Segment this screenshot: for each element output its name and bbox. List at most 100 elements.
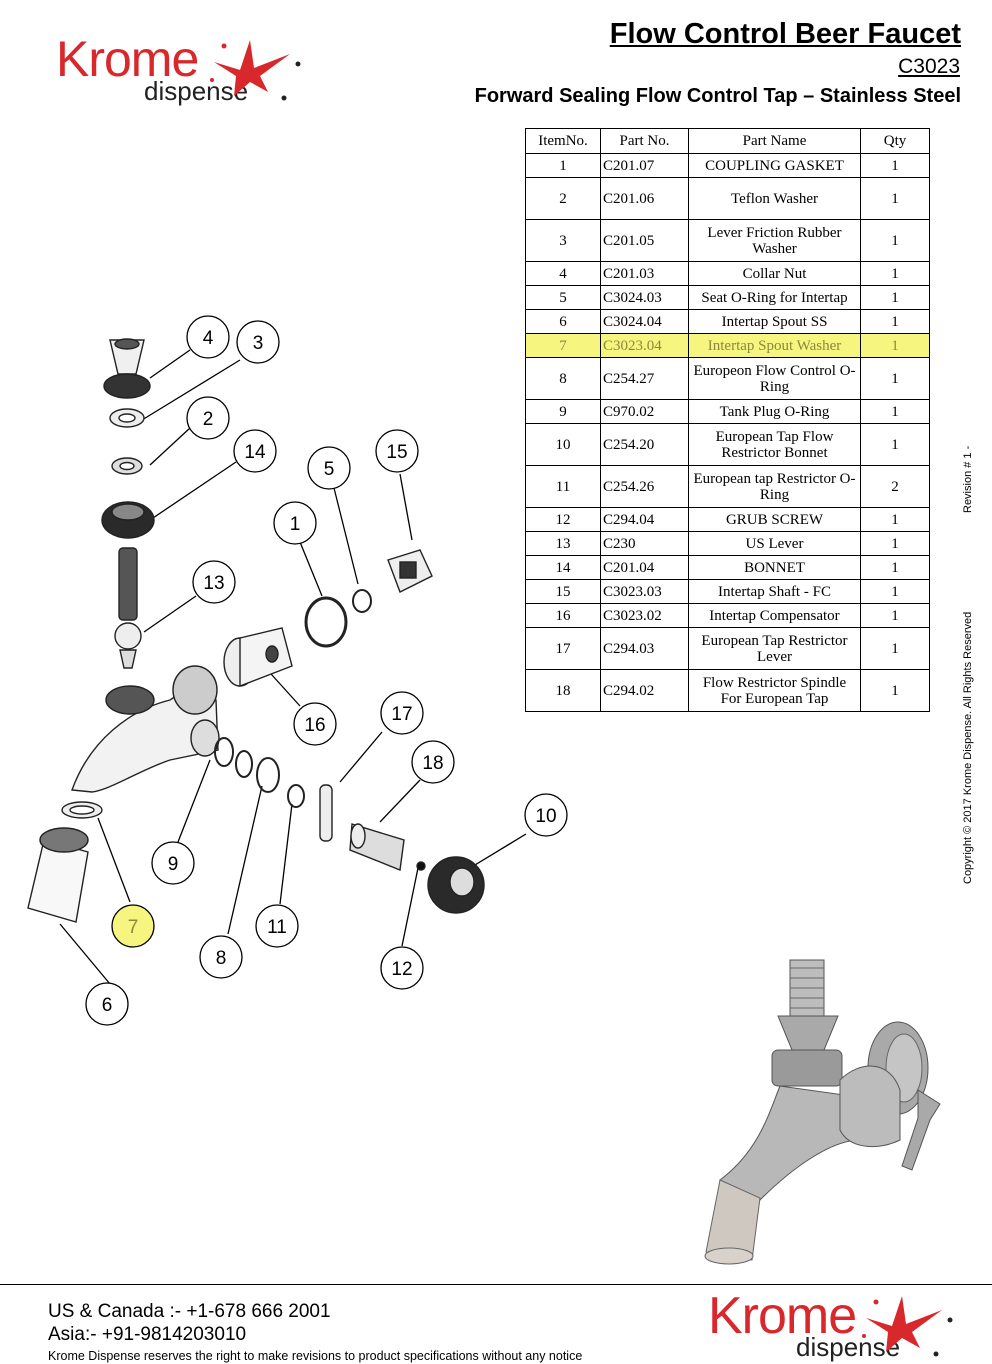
- callout-11: 11: [255, 904, 299, 948]
- cell-part-name: Lever Friction Rubber Washer: [688, 219, 861, 262]
- callout-6: 6: [85, 982, 129, 1026]
- cell-qty: 1: [860, 153, 930, 178]
- callout-number: 15: [386, 442, 407, 463]
- callout-number: 2: [203, 409, 214, 430]
- cell-part-no: C254.20: [600, 423, 689, 466]
- callout-number: 1: [290, 514, 301, 535]
- callout-5: 5: [307, 446, 351, 490]
- cell-item: 7: [525, 333, 601, 358]
- callout-circle: [293, 702, 337, 746]
- cell-part-name: Intertap Spout Washer: [688, 333, 861, 358]
- cell-qty: 1: [860, 669, 930, 712]
- cell-item: 17: [525, 627, 601, 670]
- cell-part-name: COUPLING GASKET: [688, 153, 861, 178]
- cell-item: 12: [525, 507, 601, 532]
- callout-circle: [85, 982, 129, 1026]
- logo-star-icon: [862, 1296, 953, 1357]
- cell-part-no: C3023.02: [600, 603, 689, 628]
- cell-part-no: C970.02: [600, 399, 689, 424]
- callout-8: 8: [199, 935, 243, 979]
- callout-circle: [524, 793, 568, 837]
- cell-qty: 1: [860, 555, 930, 580]
- callout-7: 7: [111, 904, 155, 948]
- cell-part-no: C201.07: [600, 153, 689, 178]
- callout-number: 11: [267, 917, 287, 938]
- table-header-row: ItemNo. Part No. Part Name Qty: [525, 128, 930, 154]
- brand-logo: Krome dispense: [56, 34, 306, 106]
- logo-subtext: dispense: [796, 1332, 901, 1362]
- callout-number: 4: [203, 328, 214, 349]
- cell-part-no: C201.04: [600, 555, 689, 580]
- footer-notice: Krome Dispense reserves the right to mak…: [48, 1349, 583, 1363]
- product-code: C3023: [898, 55, 960, 78]
- cell-qty: 1: [860, 603, 930, 628]
- callout-circle: [186, 315, 230, 359]
- callout-1: 1: [273, 501, 317, 545]
- cell-qty: 1: [860, 579, 930, 604]
- callout-12: 12: [380, 946, 424, 990]
- cell-part-no: C230: [600, 531, 689, 556]
- phone-us: US & Canada :- +1-678 666 2001: [48, 1301, 331, 1322]
- callout-14: 14: [233, 429, 277, 473]
- cell-qty: 1: [860, 333, 930, 358]
- cell-qty: 1: [860, 357, 930, 400]
- callout-3: 3: [236, 320, 280, 364]
- cell-part-name: Collar Nut: [688, 261, 861, 286]
- leader-lines: [59, 349, 527, 985]
- footer-divider: [0, 1284, 992, 1285]
- callout-circle: [233, 429, 277, 473]
- callout-circle: [192, 560, 236, 604]
- callout-15: 15: [375, 429, 419, 473]
- callout-circle: [236, 320, 280, 364]
- col-qty: Qty: [860, 128, 930, 154]
- cell-part-name: European Tap Restrictor Lever: [688, 627, 861, 670]
- callout-number: 9: [168, 854, 179, 875]
- cell-item: 11: [525, 465, 601, 508]
- callout-9: 9: [151, 841, 195, 885]
- callout-circle: [380, 691, 424, 735]
- callout-18: 18: [411, 740, 455, 784]
- callout-2: 2: [186, 396, 230, 440]
- callout-circle: [411, 740, 455, 784]
- phone-asia: Asia:- +91-9814203010: [48, 1324, 247, 1345]
- page-subtitle: Forward Sealing Flow Control Tap – Stain…: [474, 85, 961, 107]
- cell-part-name: Teflon Washer: [688, 177, 861, 220]
- cell-part-name: US Lever: [688, 531, 861, 556]
- callout-number: 8: [216, 948, 227, 969]
- cell-part-no: C254.27: [600, 357, 689, 400]
- cell-item: 3: [525, 219, 601, 262]
- cell-part-name: European tap Restrictor O-Ring: [688, 465, 861, 508]
- cell-part-no: C3024.03: [600, 285, 689, 310]
- callout-13: 13: [192, 560, 236, 604]
- callout-17: 17: [380, 691, 424, 735]
- logo-wordmark: Krome: [56, 31, 199, 87]
- page-title: Flow Control Beer Faucet: [609, 18, 961, 50]
- callout-number: 7: [128, 917, 139, 938]
- callout-number: 10: [535, 806, 556, 827]
- cell-item: 18: [525, 669, 601, 712]
- callout-number: 18: [422, 753, 443, 774]
- callout-circle: [375, 429, 419, 473]
- cell-part-no: C294.03: [600, 627, 689, 670]
- cell-item: 2: [525, 177, 601, 220]
- cell-qty: 1: [860, 219, 930, 262]
- cell-part-name: BONNET: [688, 555, 861, 580]
- cell-part-no: C3023.04: [600, 333, 689, 358]
- cell-part-name: Europeon Flow Control O-Ring: [688, 357, 861, 400]
- faucet-parts: [27, 338, 485, 923]
- cell-part-name: European Tap Flow Restrictor Bonnet: [688, 423, 861, 466]
- cell-part-no: C294.02: [600, 669, 689, 712]
- logo-star-icon: [210, 40, 301, 101]
- cell-part-name: Flow Restrictor Spindle For European Tap: [688, 669, 861, 712]
